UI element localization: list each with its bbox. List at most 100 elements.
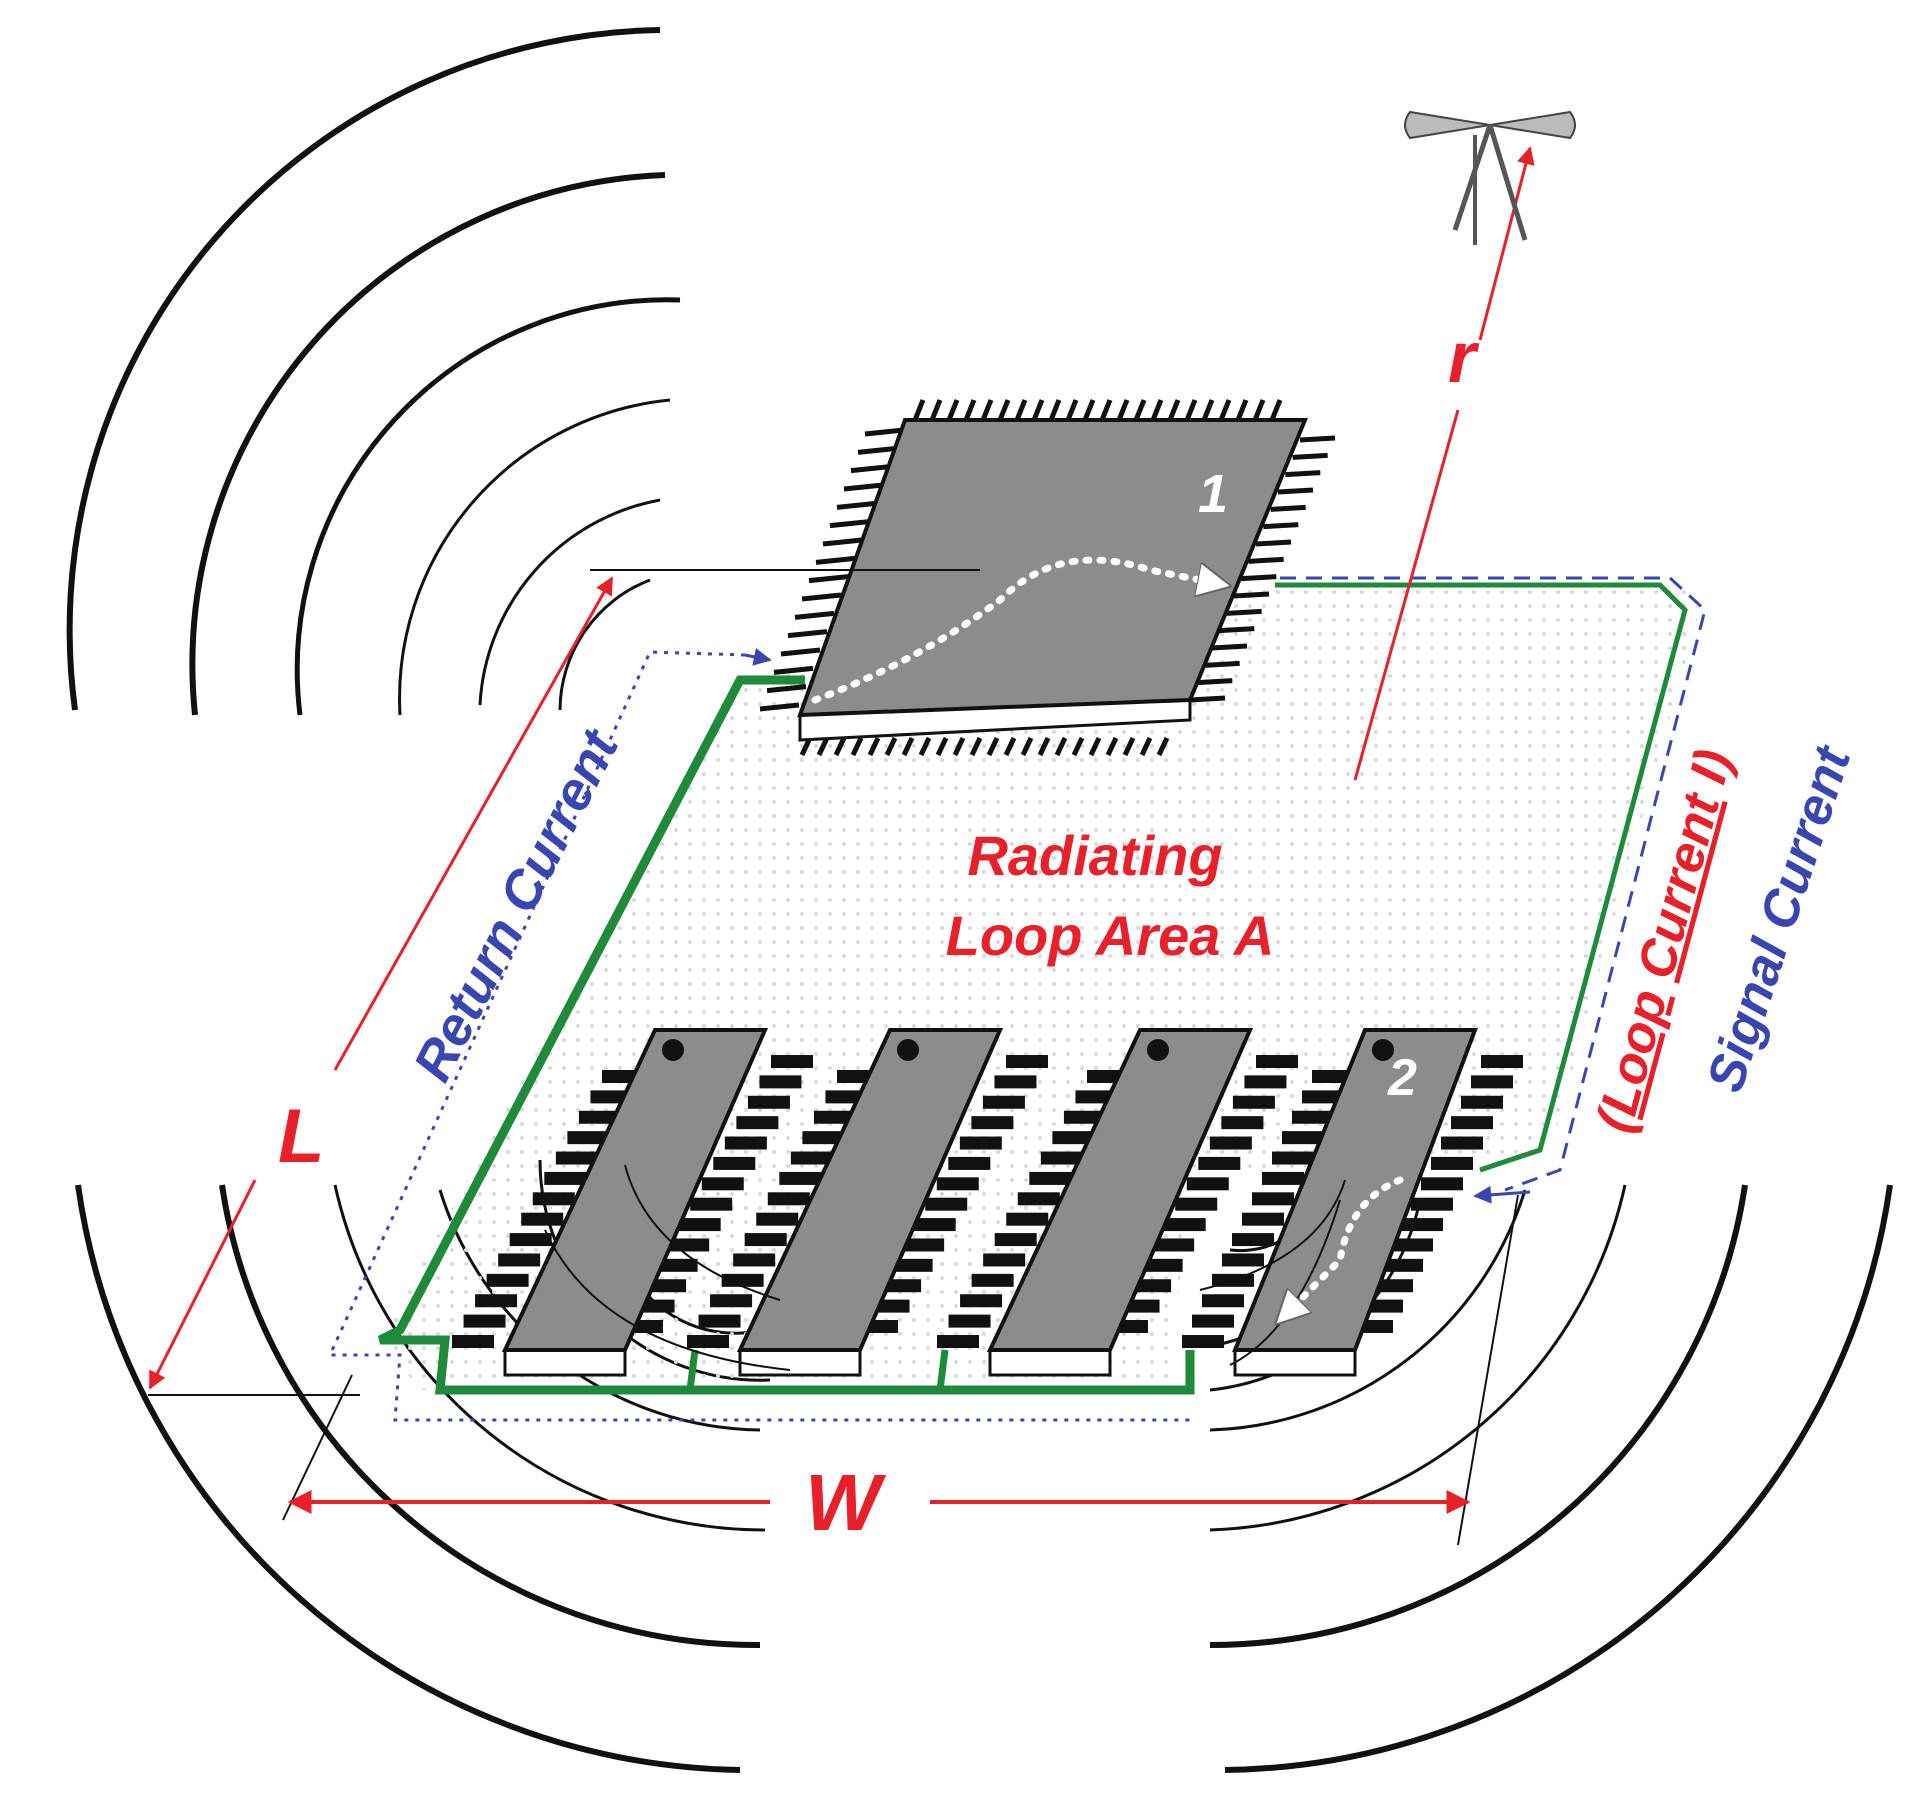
chip-1-signal-flow-arrow bbox=[811, 556, 1225, 704]
dip-pin bbox=[925, 1197, 968, 1211]
chip-1-pin bbox=[1263, 522, 1299, 530]
dip-pin bbox=[790, 1151, 833, 1165]
dip-pin bbox=[1282, 1131, 1324, 1145]
chip-1-pin bbox=[1150, 399, 1164, 421]
dip-pin bbox=[1186, 1177, 1229, 1191]
chip-1-pin bbox=[780, 647, 821, 657]
chip-1-pin bbox=[1139, 736, 1153, 757]
chip-1-pin bbox=[884, 736, 898, 757]
chip-1-pin bbox=[1226, 608, 1262, 616]
dip-pin bbox=[1421, 1177, 1463, 1191]
dip-pin bbox=[756, 1212, 799, 1226]
chip-1-pin bbox=[815, 555, 856, 565]
dip-chip-base bbox=[1233, 1348, 1357, 1377]
chip-1-pin bbox=[787, 629, 828, 639]
dip-pin bbox=[721, 1273, 764, 1287]
chip-1-pin bbox=[1116, 399, 1130, 421]
chip-1-pin bbox=[1211, 643, 1248, 651]
dimension-L-arrow-upper bbox=[333, 576, 614, 1071]
dip-pin bbox=[555, 1151, 598, 1165]
dip-pin bbox=[1381, 1258, 1423, 1272]
chip-1-pin bbox=[1189, 695, 1226, 703]
chip-1-pin bbox=[1285, 470, 1321, 478]
chip-1-pin bbox=[850, 736, 864, 757]
chip-1-pin bbox=[1204, 660, 1240, 668]
dipole-antenna-icon bbox=[1404, 110, 1576, 245]
dip-pin bbox=[532, 1192, 575, 1206]
chip-1-pin bbox=[1219, 626, 1255, 634]
chip-1-pin bbox=[1088, 736, 1102, 757]
dip-pin bbox=[1209, 1136, 1252, 1150]
dip-pin bbox=[1292, 1110, 1334, 1124]
chip-1-pin bbox=[816, 736, 830, 757]
dip-chip-pins bbox=[452, 1055, 813, 1348]
chip-1-pin bbox=[1277, 487, 1314, 495]
chip-1-pin bbox=[1218, 399, 1232, 421]
dip-pin bbox=[1017, 1192, 1060, 1206]
chip-1-pin bbox=[1099, 399, 1113, 421]
dip-pin bbox=[1451, 1116, 1493, 1130]
dip-chip-base bbox=[738, 1348, 862, 1377]
dip-pin bbox=[1461, 1095, 1503, 1109]
dip-pin bbox=[937, 1335, 979, 1348]
chip-1-pin bbox=[1156, 736, 1170, 757]
chip-1-pin bbox=[1105, 736, 1119, 757]
dip-pin bbox=[1222, 1253, 1264, 1267]
chip-1-pin bbox=[997, 399, 1011, 421]
dip-pin bbox=[994, 1233, 1037, 1247]
dip-pin bbox=[767, 1192, 810, 1206]
dip-chip-body bbox=[1232, 1028, 1478, 1352]
chip-1-pin bbox=[808, 574, 849, 584]
chip-1-pin bbox=[929, 399, 943, 421]
chip-1-pin bbox=[836, 500, 877, 510]
dip-pin bbox=[509, 1233, 552, 1247]
chip-1-pin bbox=[918, 736, 932, 757]
chip-1-pin bbox=[952, 736, 966, 757]
dip-pin bbox=[1441, 1136, 1483, 1150]
dimension-L-arrow-lower bbox=[148, 1179, 257, 1390]
loop-area-label-line2: Loop Area A bbox=[946, 904, 1275, 967]
dip-pin bbox=[1256, 1055, 1298, 1068]
field-line bbox=[1199, 1179, 1346, 1291]
radiation-arcs-upper-left bbox=[66, 27, 681, 716]
dimension-L-label: L bbox=[278, 1094, 324, 1179]
dip-pin bbox=[567, 1131, 610, 1145]
dip-pin bbox=[698, 1314, 741, 1328]
dip-pin bbox=[713, 1156, 756, 1170]
dip-pin bbox=[1252, 1192, 1294, 1206]
distance-r: r bbox=[1353, 146, 1535, 781]
dip-chip-1 bbox=[452, 1028, 813, 1377]
chip-1-pin bbox=[1235, 399, 1249, 421]
dip-pin bbox=[1481, 1055, 1523, 1068]
chip-1-pins bbox=[759, 399, 1336, 757]
dip-pin bbox=[948, 1156, 991, 1170]
dip-pin bbox=[971, 1273, 1014, 1287]
chip-1-pin bbox=[1184, 399, 1198, 421]
chip-1-pin bbox=[1292, 452, 1328, 460]
chip-1-pin bbox=[1248, 556, 1284, 564]
chip-1-pin bbox=[1201, 399, 1215, 421]
dip-chip-pin1-dot bbox=[1372, 1039, 1394, 1061]
dip-pin bbox=[959, 1136, 1002, 1150]
dip-pin bbox=[771, 1055, 813, 1068]
chip-1-pin bbox=[801, 592, 842, 602]
dip-pin bbox=[936, 1177, 979, 1191]
dip-pin bbox=[463, 1314, 506, 1328]
chip-1-pin bbox=[1122, 736, 1136, 757]
chip-1-pin bbox=[822, 537, 863, 547]
dimension-L: L bbox=[148, 569, 980, 1396]
chip-1-pin bbox=[833, 736, 847, 757]
dip-pin bbox=[690, 1197, 733, 1211]
dip-pin bbox=[1152, 1238, 1195, 1252]
dip-chip-pin1-dot bbox=[662, 1039, 684, 1061]
dip-pin bbox=[544, 1171, 587, 1185]
dip-pin bbox=[475, 1294, 518, 1308]
dip-pin bbox=[759, 1075, 802, 1089]
ic-chip-1: 1 bbox=[759, 399, 1336, 757]
distance-r-label: r bbox=[1448, 318, 1480, 398]
chip-1-pin bbox=[986, 736, 1000, 757]
chip-1-pin bbox=[980, 399, 994, 421]
signal-current-path bbox=[1280, 576, 1707, 1192]
dip-pin bbox=[1232, 1233, 1274, 1247]
